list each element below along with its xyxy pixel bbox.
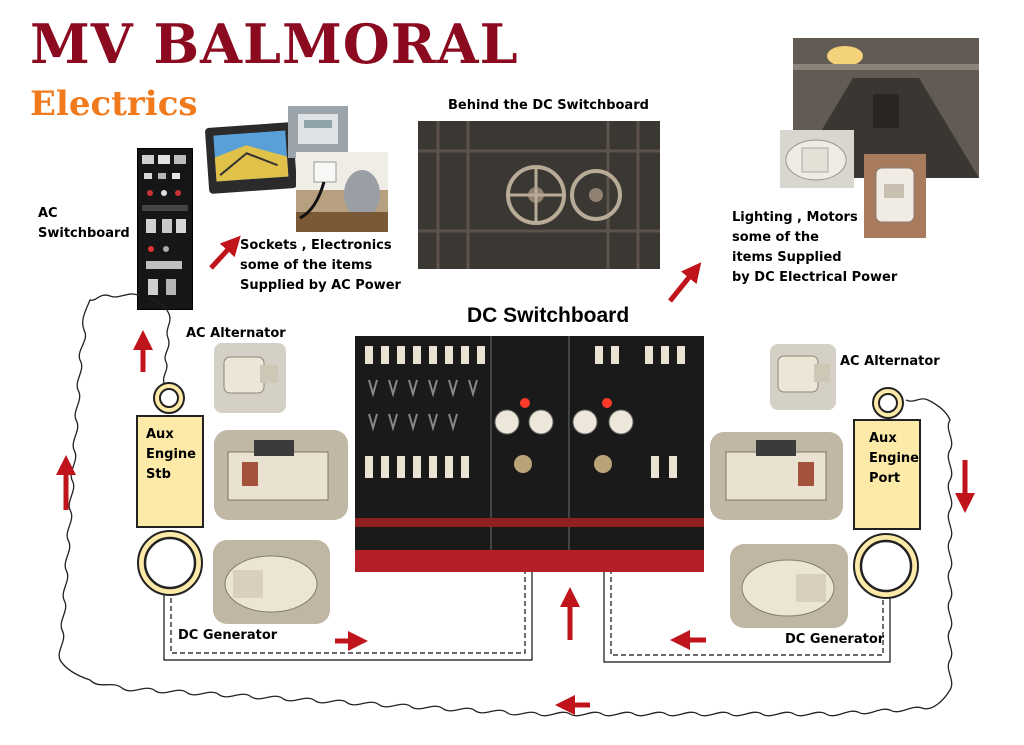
- dc-cable-stb: [163, 572, 533, 661]
- lighting-label-line-1: Lighting , Motors: [732, 210, 858, 225]
- motor-photo-1: [780, 130, 854, 188]
- lighting-label-line-3: items Supplied: [732, 250, 842, 265]
- behind-dc-switchboard-photo: [418, 121, 660, 269]
- ac-alternator-label-stb: AC Alternator: [186, 326, 286, 341]
- behind-dc-switchboard-label: Behind the DC Switchboard: [448, 98, 649, 113]
- ac-switchboard-photo: [137, 148, 193, 310]
- aux-engine-port-line-1: Aux: [869, 431, 897, 446]
- lighting-label-line-2: some of the: [732, 230, 819, 245]
- aux-engine-port-box: Aux Engine Port: [853, 419, 921, 530]
- dc-generator-label-stb: DC Generator: [178, 628, 278, 643]
- ac-switchboard-label: AC Switchboard: [38, 204, 130, 244]
- sockets-label-line-1: Sockets , Electronics: [240, 238, 392, 253]
- ac-alternator-symbol-stb: [153, 382, 185, 414]
- electronics-photo: [204, 122, 298, 194]
- ac-alternator-photo-left: [214, 343, 286, 413]
- aux-engine-port-line-3: Port: [869, 471, 901, 486]
- dc-generator-symbol-stb: [137, 530, 203, 596]
- arrow-icon: [668, 262, 702, 303]
- aux-engine-stb-line-3: Stb: [146, 467, 171, 482]
- dc-switchboard-label: DC Switchboard: [467, 304, 630, 327]
- motor-photo-2: [864, 154, 926, 238]
- sockets-label-line-2: some of the items: [240, 258, 373, 273]
- dc-generator-photo-port: [730, 544, 848, 628]
- arrow-icon: [209, 235, 241, 270]
- aux-engine-stb-line-1: Aux: [146, 427, 174, 442]
- sockets-label-line-3: Supplied by AC Power: [240, 278, 401, 293]
- aux-engine-stb-line-2: Engine: [146, 447, 196, 462]
- ac-switchboard-label-line-1: AC: [38, 206, 58, 221]
- kettle-socket-photo: [296, 152, 388, 232]
- aux-engine-photo-port: [710, 432, 843, 520]
- dc-cable-port: [603, 572, 891, 663]
- ac-cable: [58, 293, 953, 717]
- ac-alternator-photo-right: [770, 344, 836, 410]
- lighting-label-line-4: by DC Electrical Power: [732, 270, 898, 285]
- ac-alternator-symbol-port: [872, 387, 904, 419]
- dc-generator-photo-stb: [213, 540, 330, 624]
- aux-engine-port-line-2: Engine: [869, 451, 919, 466]
- meter-photo: [288, 106, 348, 158]
- ac-switchboard-label-line-2: Switchboard: [38, 226, 130, 241]
- aux-engine-stb-box: Aux Engine Stb: [136, 415, 204, 528]
- ac-alternator-label-port: AC Alternator: [840, 354, 940, 369]
- page-subtitle: Electrics: [30, 84, 198, 124]
- dc-generator-label-port: DC Generator: [785, 632, 885, 647]
- page-title: MV BALMORAL: [30, 12, 519, 76]
- lighting-motors-label: Lighting , Motors some of the items Supp…: [732, 208, 897, 288]
- dc-generator-symbol-port: [853, 533, 919, 599]
- sockets-label: Sockets , Electronics some of the items …: [240, 236, 401, 296]
- aux-engine-photo-stb: [214, 430, 348, 520]
- dc-switchboard-photo: [355, 336, 704, 572]
